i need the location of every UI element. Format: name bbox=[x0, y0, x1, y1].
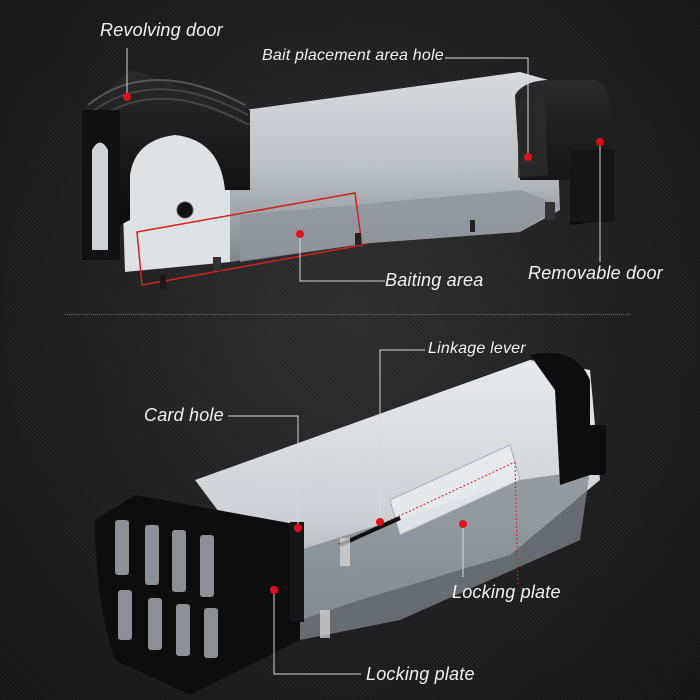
marker-locking-plate-bottom bbox=[270, 586, 278, 594]
marker-removable-door bbox=[596, 138, 604, 146]
markers bbox=[123, 93, 604, 594]
label-revolving-door: Revolving door bbox=[100, 20, 223, 40]
marker-baiting-area bbox=[296, 230, 304, 238]
label-removable-door: Removable door bbox=[528, 263, 663, 283]
label-card-hole: Card hole bbox=[144, 405, 224, 425]
label-bait-placement-area-hole: Bait placement area hole bbox=[262, 47, 444, 64]
leader-lines bbox=[126, 48, 601, 675]
label-baiting-area: Baiting area bbox=[385, 270, 484, 290]
marker-bait-hole bbox=[524, 153, 532, 161]
label-locking-plate-bottom: Locking plate bbox=[366, 664, 475, 684]
label-locking-plate-right: Locking plate bbox=[452, 582, 561, 602]
section-divider bbox=[65, 314, 630, 315]
marker-linkage-lever bbox=[376, 518, 384, 526]
marker-card-hole bbox=[294, 524, 302, 532]
marker-locking-plate-right bbox=[459, 520, 467, 528]
marker-revolving-door bbox=[123, 93, 131, 101]
top-trap bbox=[82, 70, 615, 289]
label-linkage-lever: Linkage lever bbox=[428, 340, 526, 357]
bottom-trap bbox=[95, 352, 606, 695]
